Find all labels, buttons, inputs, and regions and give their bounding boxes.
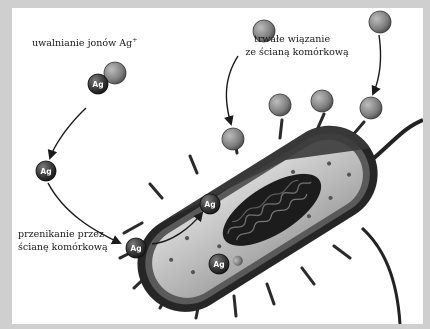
ag-ion-label: Ag [213, 260, 224, 269]
silver-particle [360, 97, 382, 119]
ag-ion-label: Ag [204, 200, 215, 209]
ag-ion-interior: Ag [200, 194, 220, 214]
label-penetration-line1: przenikanie przez [18, 229, 104, 240]
ag-ion-cytoplasm: Ag [209, 254, 229, 274]
ag-ion-wall: Ag [126, 238, 146, 258]
silver-particle [369, 11, 391, 33]
ag-ion-label: Ag [40, 167, 51, 176]
label-binding-line1: trwałe wiązanie [254, 34, 331, 45]
silver-particle [311, 90, 333, 112]
flagellum [374, 120, 423, 158]
arrow-binding-left [226, 56, 238, 124]
bacterial-cell [119, 108, 395, 324]
ag-ion-release: Ag [88, 74, 108, 94]
ag-ion-free: Ag [36, 161, 56, 181]
silver-particle [222, 128, 244, 150]
ag-ion-label: Ag [130, 244, 141, 253]
silver-ion-bacteria-diagram: Ag Ag Ag Ag Ag uwalnianie jonów Ag+ trwa… [12, 8, 423, 324]
label-ion-release: uwalnianie jonów Ag+ [32, 36, 138, 49]
silver-particles [104, 11, 391, 150]
ag-ion-label: Ag [92, 80, 103, 89]
arrow-binding-right [373, 35, 381, 94]
label-penetration-line2: ścianę komórkową [18, 242, 108, 253]
flagellum-lower [362, 228, 400, 324]
label-binding-line2: ze ścianą komórkową [245, 47, 349, 58]
silver-particle [269, 94, 291, 116]
arrow-release-to-ion [50, 108, 86, 158]
diagram-panel: Ag Ag Ag Ag Ag uwalnianie jonów Ag+ trwa… [12, 8, 423, 324]
